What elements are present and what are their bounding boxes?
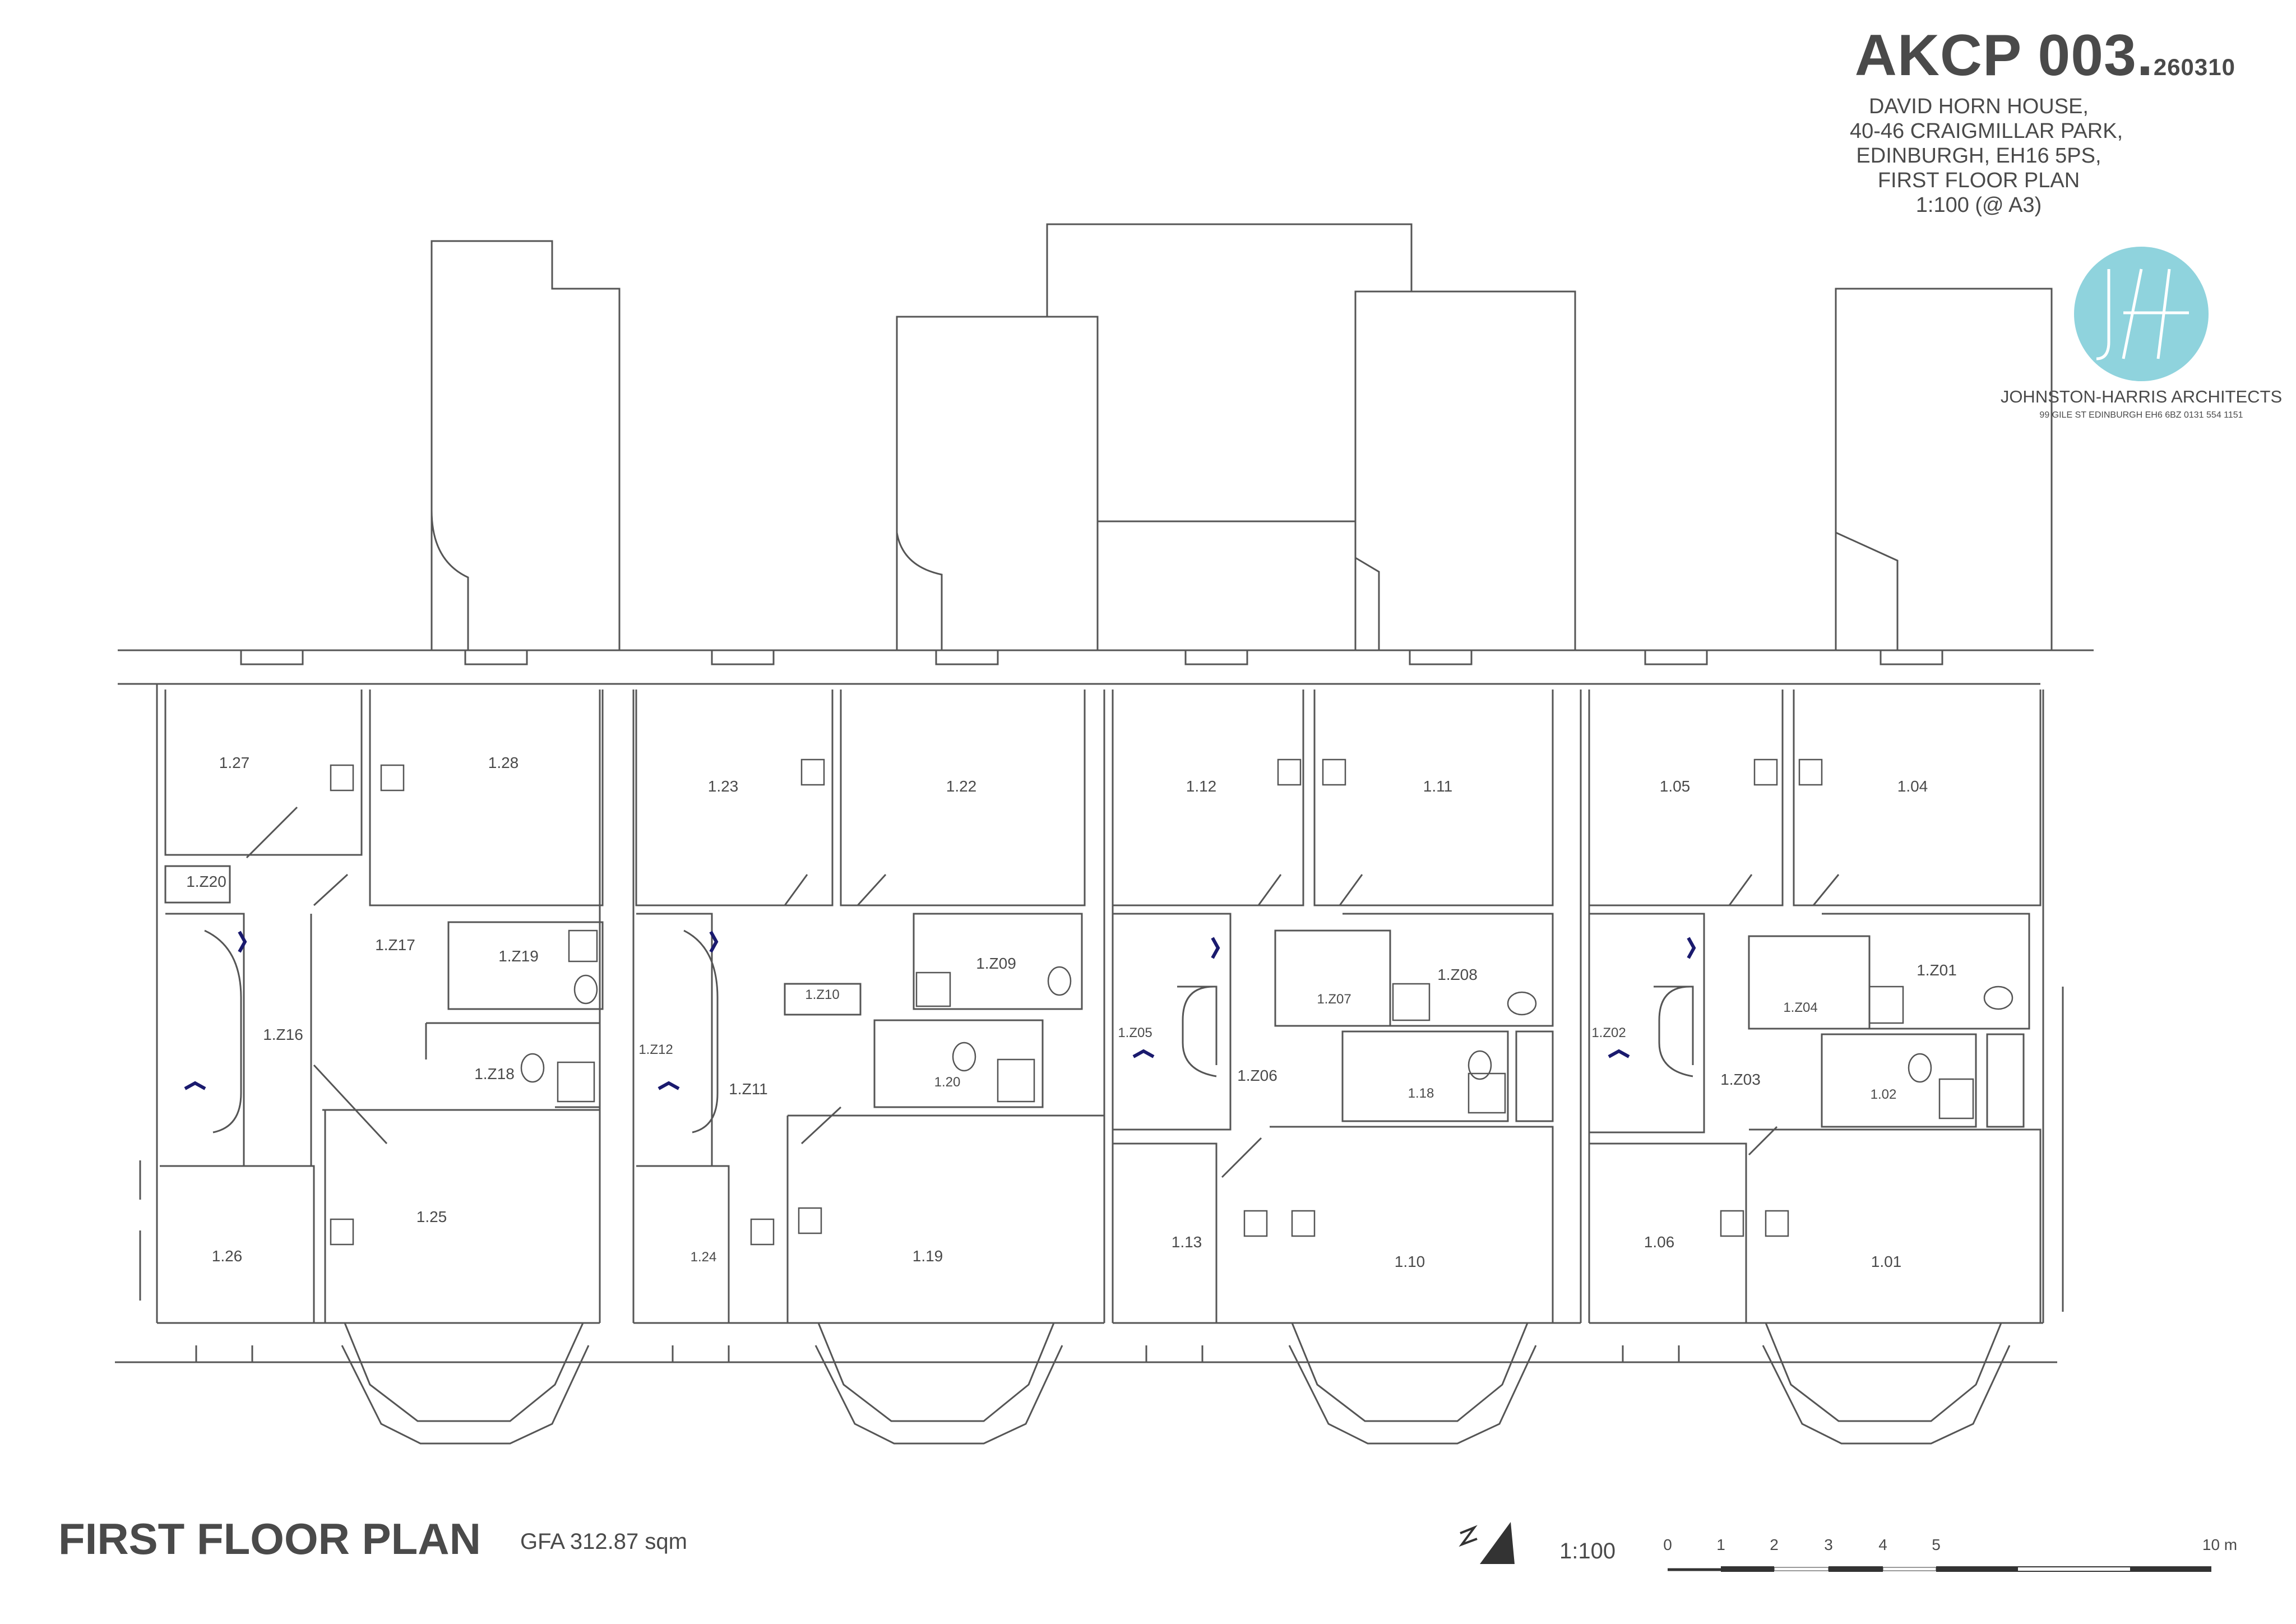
scale-tick: 4 <box>1878 1536 1887 1553</box>
jh-monogram-logo <box>2074 247 2209 381</box>
room-label-1-05: 1.05 <box>1660 778 1691 795</box>
room-label-1-01: 1.01 <box>1871 1253 1902 1270</box>
scale-bar <box>1668 1566 2211 1572</box>
room-label-1-12: 1.12 <box>1186 778 1217 795</box>
scale-tick: 0 <box>1663 1536 1672 1553</box>
room-label-1-02: 1.02 <box>1871 1087 1897 1102</box>
room-label-1-04: 1.04 <box>1897 778 1928 795</box>
scale-tick: 5 <box>1932 1536 1941 1553</box>
room-label-1-19: 1.19 <box>913 1247 943 1265</box>
room-label-1-18: 1.18 <box>1408 1086 1434 1101</box>
north-arrow-icon <box>1459 1522 1515 1564</box>
scale-tick: 2 <box>1770 1536 1779 1553</box>
sanitary-fixtures <box>330 758 2013 1246</box>
address-line: DAVID HORN HOUSE, <box>1868 95 2089 118</box>
room-label-1-z10: 1.Z10 <box>805 987 839 1002</box>
address-line: FIRST FLOOR PLAN <box>1877 169 2080 192</box>
room-label-1-06: 1.06 <box>1644 1233 1675 1251</box>
room-label-1-z04: 1.Z04 <box>1783 1000 1817 1015</box>
plan-title: FIRST FLOOR PLAN <box>58 1514 481 1563</box>
building-outline <box>115 223 2094 1445</box>
room-label-1-25: 1.25 <box>416 1208 447 1225</box>
room-label-1-27: 1.27 <box>219 754 250 771</box>
address-block: DAVID HORN HOUSE, 40-46 CRAIGMILLAR PARK… <box>1850 94 2123 218</box>
drawing-code-suffix: 260310 <box>2153 54 2235 80</box>
address-line: 40-46 CRAIGMILLAR PARK, <box>1850 119 2123 143</box>
room-label-1-z02: 1.Z02 <box>1591 1025 1626 1040</box>
room-label-1-28: 1.28 <box>488 754 519 771</box>
room-label-1-z16: 1.Z16 <box>263 1026 303 1043</box>
room-label-1-13: 1.13 <box>1172 1233 1202 1251</box>
firm-name: JOHNSTON-HARRIS ARCHITECTS <box>2000 387 2283 406</box>
room-label-1-z18: 1.Z18 <box>474 1065 515 1082</box>
drawing-code: AKCP 003.260310 <box>1854 23 2235 88</box>
room-label-1-z08: 1.Z08 <box>1437 966 1478 983</box>
room-label-1-20: 1.20 <box>934 1075 961 1090</box>
address-line: 1:100 (@ A3) <box>1915 193 2042 217</box>
room-label-1-z11: 1.Z11 <box>729 1080 768 1098</box>
gross-floor-area: GFA 312.87 sqm <box>520 1529 687 1554</box>
firm-address: 99 GILE ST EDINBURGH EH6 6BZ 0131 554 11… <box>2039 410 2243 420</box>
stair-direction-arrows <box>184 931 1696 1090</box>
room-label-1-24: 1.24 <box>691 1250 717 1265</box>
scale-tick: 3 <box>1824 1536 1833 1553</box>
room-labels: 1.27 1.28 1.Z20 1.Z17 1.Z19 1.Z16 1.Z18 … <box>186 754 1957 1270</box>
room-label-1-z17: 1.Z17 <box>375 936 415 954</box>
room-label-1-z03: 1.Z03 <box>1720 1071 1761 1088</box>
room-label-1-z06: 1.Z06 <box>1237 1067 1277 1084</box>
scale-tick: 1 <box>1716 1536 1725 1553</box>
room-label-1-23: 1.23 <box>708 778 739 795</box>
room-label-1-z05: 1.Z05 <box>1118 1025 1152 1040</box>
room-label-1-z20: 1.Z20 <box>186 873 226 890</box>
room-label-1-z09: 1.Z09 <box>976 955 1016 972</box>
room-label-1-26: 1.26 <box>212 1247 243 1265</box>
room-label-1-22: 1.22 <box>946 778 977 795</box>
scale-label: 1:100 <box>1559 1539 1616 1563</box>
room-label-1-z01: 1.Z01 <box>1917 961 1957 979</box>
address-line: EDINBURGH, EH16 5PS, <box>1856 144 2101 168</box>
room-label-1-z12: 1.Z12 <box>638 1042 673 1057</box>
room-label-1-z19: 1.Z19 <box>498 947 539 965</box>
room-label-1-11: 1.11 <box>1423 778 1452 795</box>
room-label-1-z07: 1.Z07 <box>1317 992 1351 1007</box>
room-label-1-10: 1.10 <box>1395 1253 1425 1270</box>
scale-tick: 10 m <box>2202 1536 2238 1553</box>
